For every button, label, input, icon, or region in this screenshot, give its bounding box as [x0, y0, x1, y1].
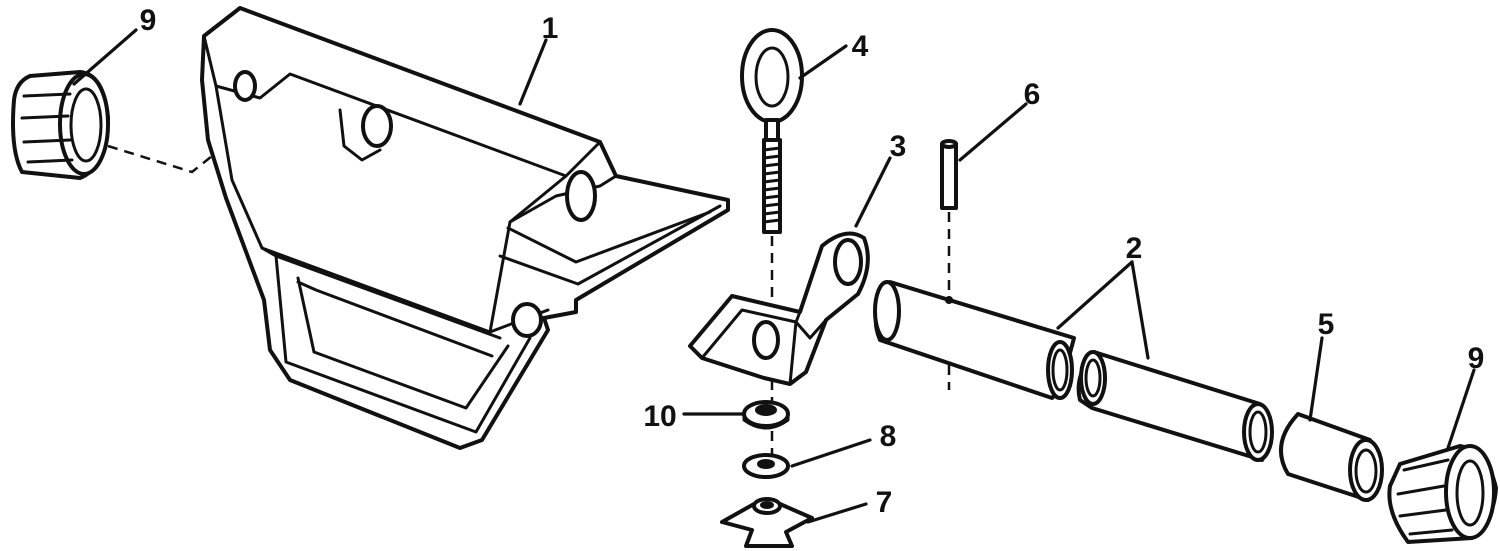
leader-9-right: [1446, 368, 1476, 450]
callout-1: 1: [542, 12, 559, 45]
part-9-left-knob: [11, 70, 110, 180]
leader-2a: [1056, 260, 1134, 330]
part-7-wing-nut: [720, 497, 814, 548]
callout-9-left: 9: [140, 4, 157, 37]
part-1-bracket: [200, 6, 730, 450]
callout-6: 6: [1024, 78, 1041, 111]
callout-3: 3: [890, 130, 907, 163]
leader-7: [806, 502, 868, 524]
leader-2b: [1130, 260, 1150, 360]
leader-1: [518, 38, 548, 106]
part-9-right-knob: [1387, 444, 1498, 544]
callout-7: 7: [876, 486, 893, 519]
callout-8: 8: [880, 420, 897, 453]
part-4-eye-bolt: [740, 28, 804, 234]
leader-6: [958, 102, 1028, 162]
callout-5: 5: [1318, 308, 1335, 341]
leader-5: [1308, 336, 1324, 422]
leader-8: [790, 438, 872, 468]
leader-4: [798, 44, 848, 80]
part-3-angle-bracket: [688, 231, 870, 386]
callout-4: 4: [852, 30, 869, 63]
callout-9-right: 9: [1468, 342, 1485, 375]
part-5-bushing: [1279, 412, 1384, 502]
part-2-tube: [873, 280, 1274, 462]
leader-9-left: [72, 28, 138, 86]
part-10-lock-washer: [742, 400, 790, 430]
callout-2: 2: [1126, 232, 1143, 265]
callout-10: 10: [643, 400, 676, 433]
part-6-pin: [940, 139, 958, 210]
leader-3: [854, 156, 892, 228]
part-8-flat-washer: [742, 453, 790, 479]
